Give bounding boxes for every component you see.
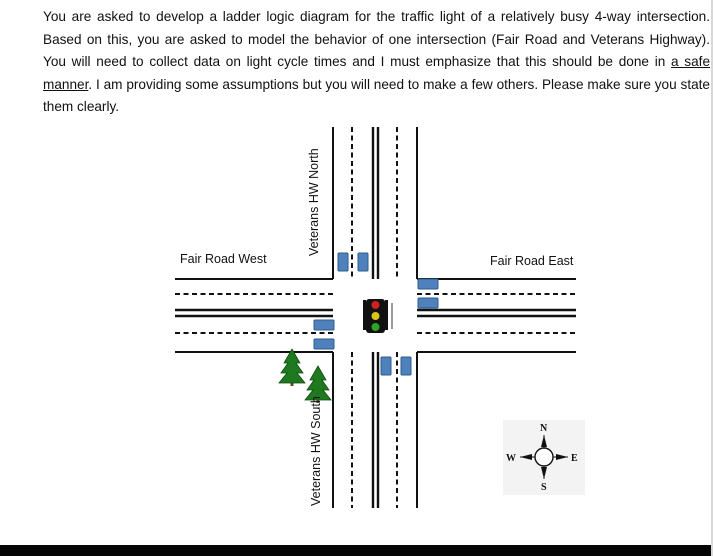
car-westbound-top [313,319,335,331]
label-fair-road-west: Fair Road West [180,252,267,266]
compass-south: S [541,482,547,493]
fair-road [175,278,576,353]
bottom-bar [0,545,713,556]
car-westbound-bottom [313,338,335,350]
veterans-highway [332,127,418,508]
compass-east: E [571,453,578,464]
traffic-light-red [371,301,380,309]
car-northbound-right [357,252,369,272]
traffic-light-green [371,323,380,331]
paragraph-intro: You are asked to develop a ladder logic … [43,9,710,69]
instructions-paragraph: You are asked to develop a ladder logic … [43,6,710,119]
paragraph-outro: . I am providing some assumptions but yo… [43,76,710,115]
traffic-light-yellow [371,312,380,320]
paragraph-underlined-phrase: a safe manner [43,54,711,92]
page-edge [711,0,713,556]
compass-north: N [540,423,548,434]
car-southbound-right [400,356,412,376]
label-veterans-north: Veterans HW North [307,148,321,256]
compass-west: W [506,453,516,464]
car-southbound-left [380,356,392,376]
car-eastbound-top [417,278,439,290]
car-northbound-left [337,252,349,272]
label-fair-road-east: Fair Road East [490,254,574,268]
label-veterans-south: Veterans HW South [309,396,323,506]
compass-icon: N S W E [503,420,585,495]
car-eastbound-bottom [417,297,439,309]
tree-icon [278,348,306,387]
traffic-light-icon [363,299,393,333]
cars [313,252,439,376]
